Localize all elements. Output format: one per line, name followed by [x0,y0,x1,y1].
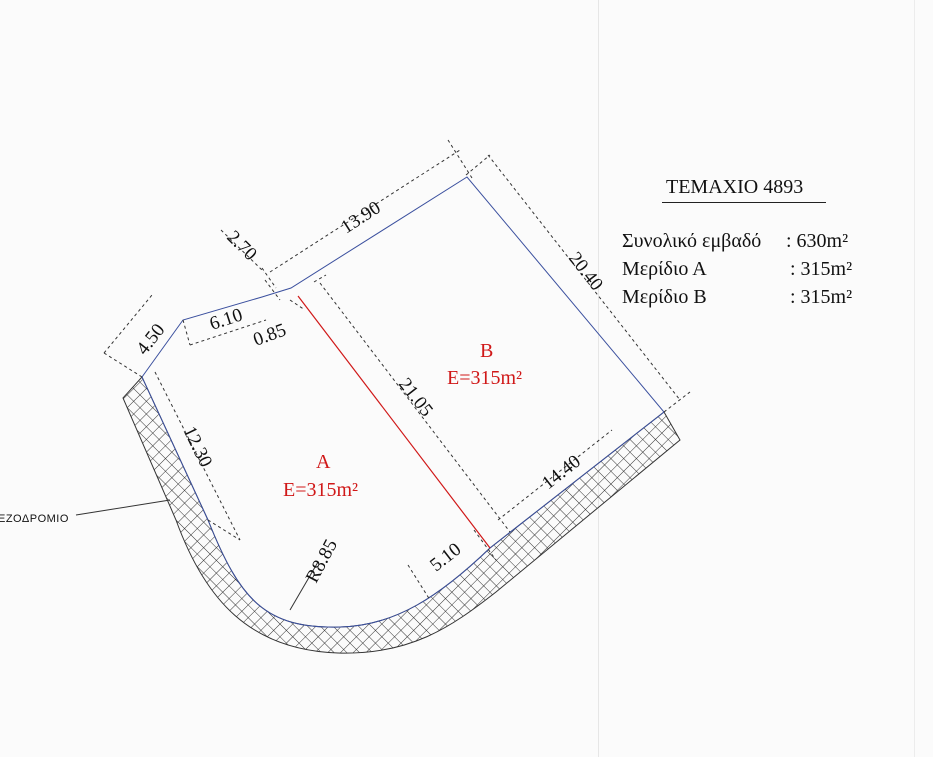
parcel-title: ΤΕΜΑΧΙΟ 4893 [666,176,804,198]
info-label: Μερίδιο Β [622,286,707,308]
info-label: Συνολικό εμβαδό [622,230,762,252]
dim-radius-r8-85: R8.85 [302,536,342,586]
parcel-title-underline [662,202,826,203]
dimension-lines [103,139,691,601]
dim-20-40: 20.40 [564,248,607,295]
lot-b-letter: B [480,340,493,362]
dim-6-10: 6.10 [207,305,245,335]
lot-a-area: E=315m² [283,479,358,501]
info-value: : 315m² [790,258,853,280]
dim-4-50: 4.50 [132,320,169,359]
sidewalk-label: ΕΖΟΔΡΟΜΙΟ [0,513,69,525]
lot-division-line [297,295,491,549]
dim-12-30: 12.30 [179,423,217,471]
dim-2-70: 2.70 [222,227,260,265]
parcel-boundary [141,176,665,628]
paper-fold-line [914,0,915,757]
dim-0-85: 0.85 [251,320,289,351]
lot-b-area: E=315m² [447,367,522,389]
lot-a-letter: A [316,451,331,473]
sidewalk-hatched-strip [122,376,681,654]
info-value: : 630m² [786,230,849,252]
info-value: : 315m² [790,286,853,308]
radius-leader-line [289,561,319,611]
dim-5-10: 5.10 [426,539,465,576]
dim-21-05: 21.05 [394,374,437,421]
sidewalk-leader-line [75,499,171,516]
paper-fold-line [598,0,599,757]
info-label: Μερίδιο Α [622,258,707,280]
